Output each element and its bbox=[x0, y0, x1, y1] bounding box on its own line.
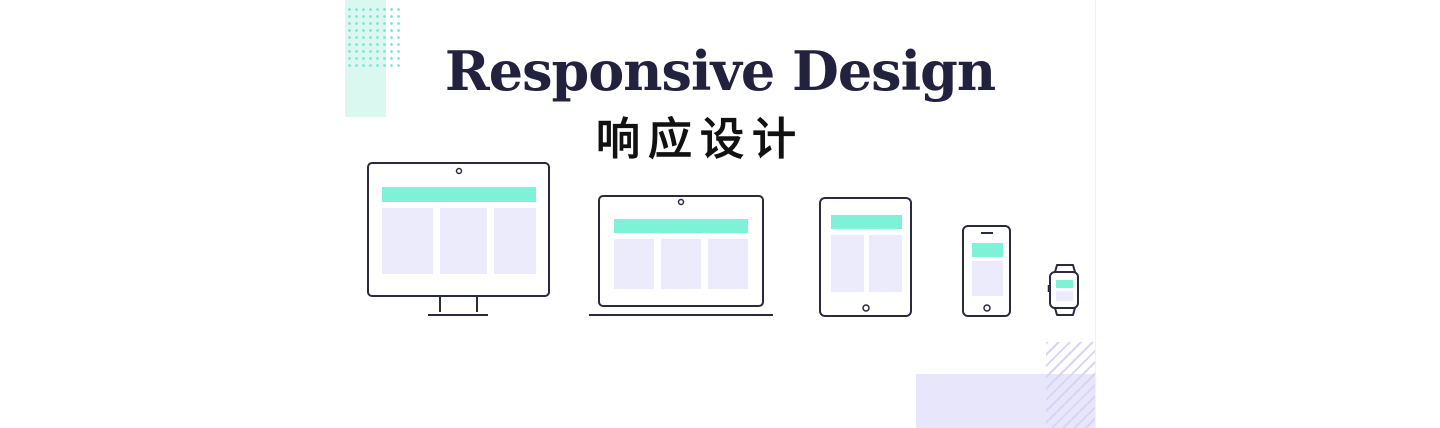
laptop-icon bbox=[589, 195, 773, 316]
responsive-design-banner: Responsive Design 响应设计 bbox=[345, 0, 1096, 428]
desktop-monitor-icon bbox=[367, 162, 550, 316]
phone-icon bbox=[962, 225, 1011, 317]
hero-subtitle: 响应设计 bbox=[596, 114, 804, 165]
tablet-icon bbox=[819, 197, 912, 317]
smartwatch-icon bbox=[1047, 264, 1079, 316]
hero-title: Responsive Design bbox=[444, 39, 996, 103]
device-illustrations bbox=[367, 162, 1079, 317]
decorative-stripe-pattern bbox=[1046, 342, 1095, 428]
decorative-dot-pattern bbox=[346, 6, 402, 68]
